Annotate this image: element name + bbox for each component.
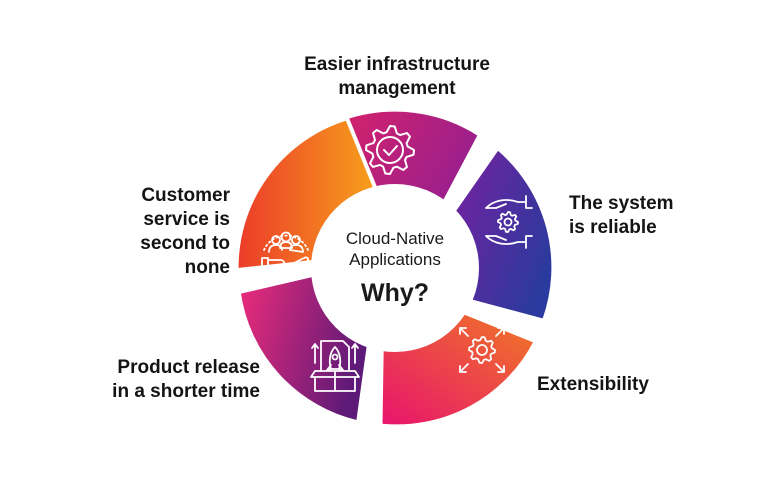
- label-line: Product release: [117, 357, 260, 378]
- center-circle: [311, 184, 479, 352]
- label-line: management: [338, 78, 456, 99]
- center-line-1: Cloud-Native: [345, 229, 445, 248]
- label-line: Customer: [141, 185, 230, 206]
- label-line: is reliable: [569, 217, 657, 238]
- label-reliable: The system is reliable: [569, 192, 674, 240]
- label-line: Extensibility: [537, 374, 649, 395]
- hand-people-icon: [261, 231, 310, 273]
- label-customer-service: Customer service is second to none: [90, 184, 230, 280]
- gear-arrows-icon: [459, 327, 505, 373]
- rocket-box-icon: [310, 340, 360, 392]
- center-question: Why?: [360, 279, 430, 307]
- label-line: service is: [143, 209, 230, 230]
- center-title: Cloud-Native Applications Why?: [325, 228, 465, 308]
- label-product-release: Product release in a shorter time: [80, 356, 260, 404]
- gear-check-icon: [365, 125, 415, 175]
- label-infrastructure: Easier infrastructure management: [282, 53, 512, 101]
- label-extensibility: Extensibility: [537, 373, 649, 397]
- label-line: in a shorter time: [112, 381, 260, 402]
- label-line: second to none: [140, 233, 230, 278]
- hands-gear-icon: [485, 195, 533, 249]
- center-line-2: Applications: [349, 250, 441, 269]
- label-line: The system: [569, 193, 674, 214]
- label-line: Easier infrastructure: [304, 54, 490, 75]
